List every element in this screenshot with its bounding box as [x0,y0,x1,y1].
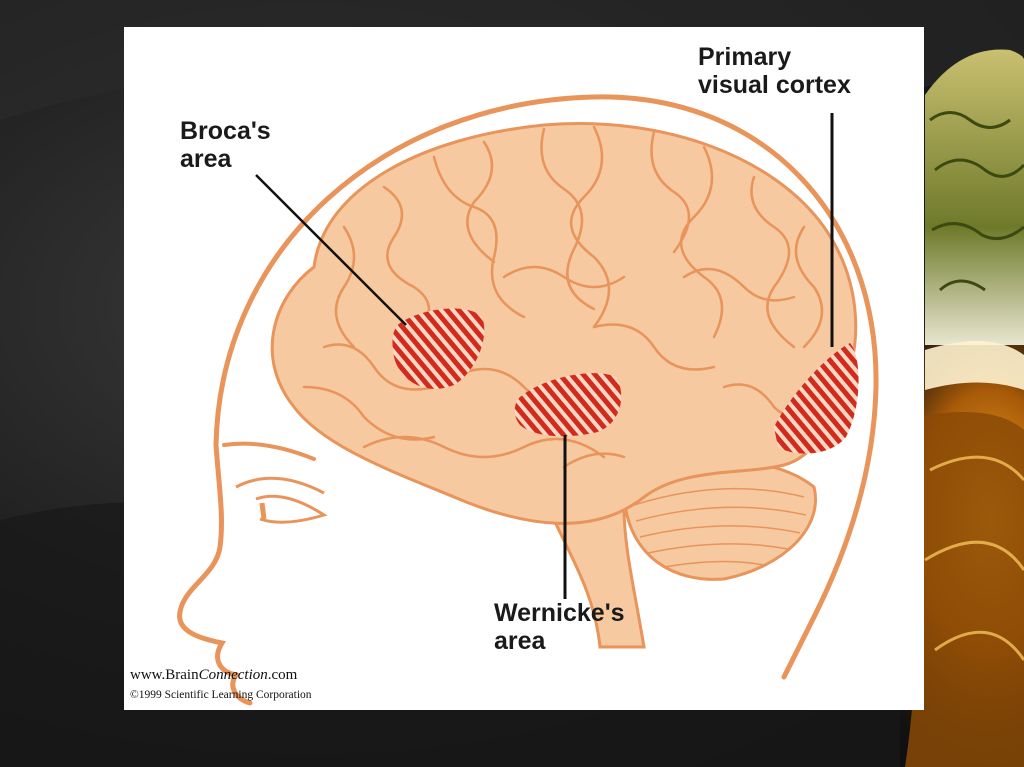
source-website-credit: www.BrainConnection.com [130,667,297,684]
credit-site-suffix: .com [268,667,298,683]
visual-label-line-2: visual cortex [698,71,851,99]
eye [236,478,324,522]
broca-label-line-1: Broca's [180,117,271,145]
wernicke-label-line-1: Wernicke's [494,599,625,627]
broca-label-line-2: area [180,145,271,173]
brain-diagram-figure: Broca's area Primary visual cortex Werni… [124,27,924,710]
copyright-notice: ©1999 Scientific Learning Corporation [130,689,312,701]
broca-area-label: Broca's area [180,117,271,173]
credit-site-italic: Connection [199,667,268,683]
primary-visual-cortex-label: Primary visual cortex [698,43,851,99]
visual-label-line-1: Primary [698,43,851,71]
wernicke-label-line-2: area [494,627,625,655]
credit-site-prefix: www.Brain [130,667,199,683]
wernicke-area-label: Wernicke's area [494,599,625,655]
